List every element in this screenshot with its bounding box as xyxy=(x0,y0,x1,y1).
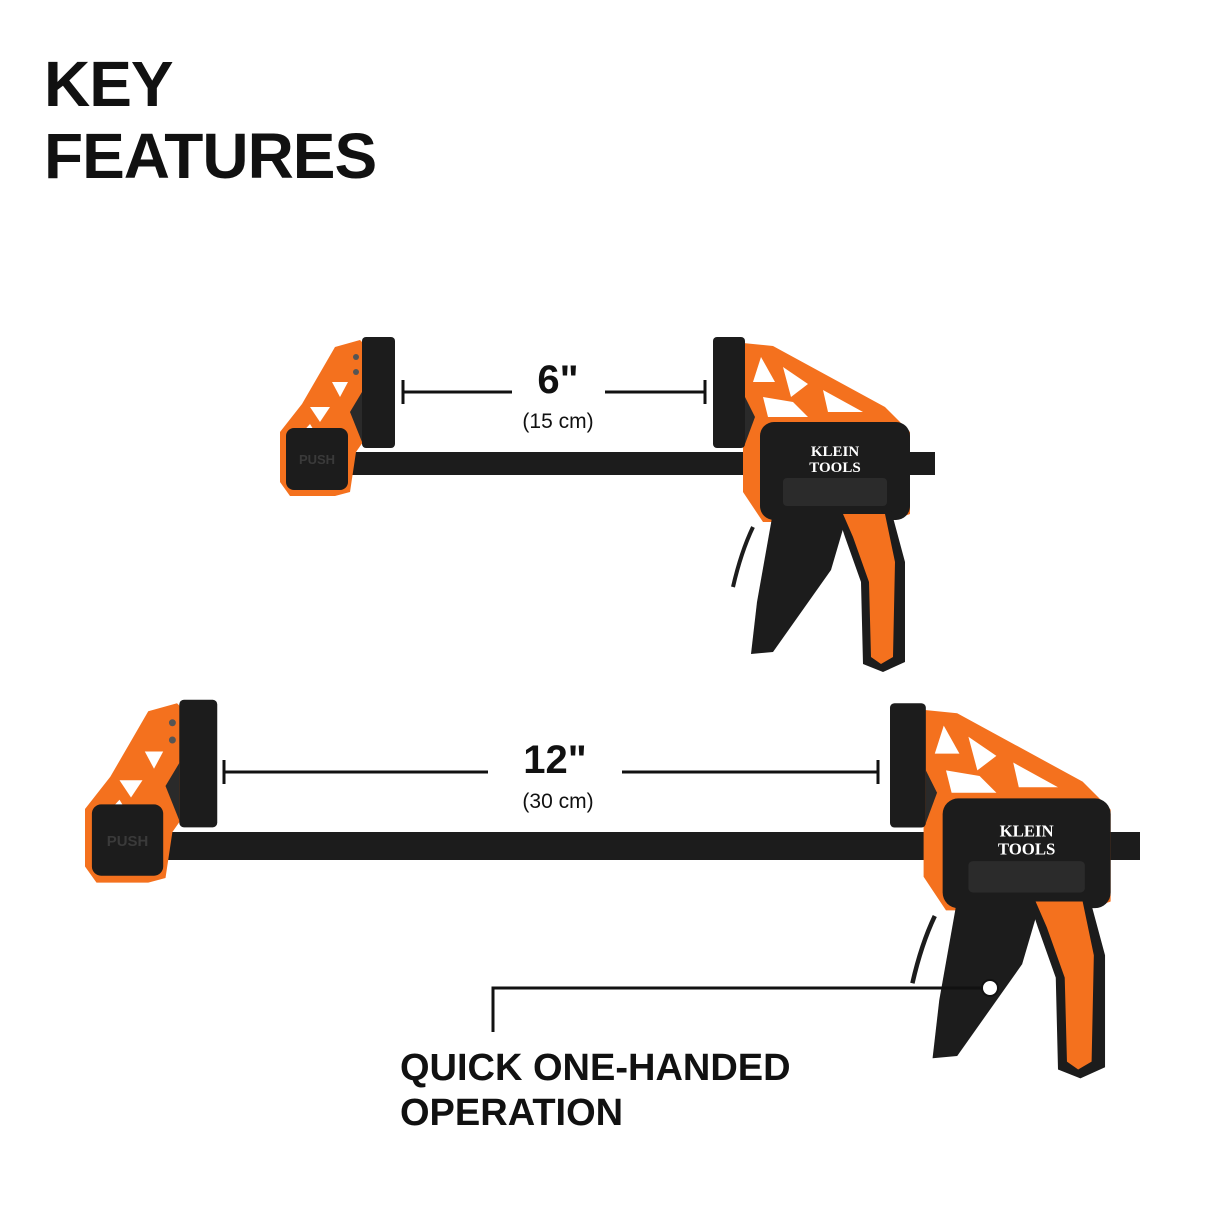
dimension-12-inch xyxy=(222,760,880,784)
clamp-12-inch: PUSH KLEIN TOOLS xyxy=(85,699,1140,1079)
dimension-metric-label: (30 cm) xyxy=(522,790,593,813)
push-label: PUSH xyxy=(107,833,149,850)
page-title: KEY FEATURES xyxy=(44,48,377,192)
clamp-left-jaw: PUSH xyxy=(85,699,218,883)
dimension-label: 12" xyxy=(523,738,586,782)
brand-logo-line2: TOOLS xyxy=(998,839,1056,858)
clamp-6-inch: PUSH KLEIN TOOLS xyxy=(280,335,935,674)
clamp-head-with-trigger: KLEIN TOOLS xyxy=(890,703,1111,1078)
brand-logo-line1: KLEIN xyxy=(1000,821,1054,840)
title-line-2: FEATURES xyxy=(44,120,377,192)
clamp-left-jaw: PUSH xyxy=(280,337,395,496)
dimension-metric-label: (15 cm) xyxy=(522,410,593,433)
brand-logo-line1: KLEIN xyxy=(811,444,860,460)
feature-callout: QUICK ONE-HANDED OPERATION xyxy=(400,1046,791,1136)
dimension-label: 6" xyxy=(537,358,578,402)
title-line-1: KEY xyxy=(44,48,174,120)
callout-leader xyxy=(491,979,999,1032)
dimension-6-inch xyxy=(401,380,707,404)
callout-line-2: OPERATION xyxy=(400,1092,624,1134)
clamp-head-with-trigger: KLEIN TOOLS xyxy=(711,335,912,674)
push-label: PUSH xyxy=(299,452,335,467)
brand-logo-line2: TOOLS xyxy=(809,460,860,476)
callout-line-1: QUICK ONE-HANDED xyxy=(400,1047,791,1089)
